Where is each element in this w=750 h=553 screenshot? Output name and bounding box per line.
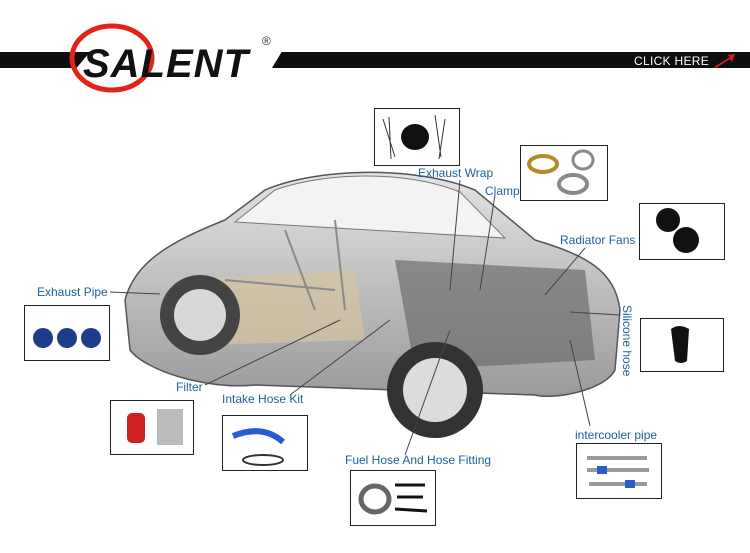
label-fuel-hose[interactable]: Fuel Hose And Hose Fitting bbox=[345, 453, 492, 467]
car-cutaway-image bbox=[124, 171, 621, 438]
salent-logo-ring bbox=[69, 23, 155, 93]
intake-hose-kit-product-image[interactable] bbox=[222, 415, 308, 471]
label-exhaust-pipe[interactable]: Exhaust Pipe bbox=[37, 285, 108, 299]
exhaust-pipe-product-image[interactable] bbox=[24, 305, 110, 361]
label-clamp[interactable]: Clamp bbox=[485, 184, 520, 198]
registered-mark: ® bbox=[262, 34, 271, 48]
label-filter[interactable]: Filter bbox=[176, 380, 203, 394]
label-radiator-fans[interactable]: Radiator Fans bbox=[560, 233, 636, 247]
brand-logo-text[interactable]: SALENT bbox=[83, 42, 249, 86]
filter-product-image[interactable] bbox=[110, 400, 194, 455]
radiator-fans-product-image[interactable] bbox=[639, 203, 725, 260]
arrow-icon[interactable] bbox=[712, 54, 736, 68]
exhaust-wrap-product-image[interactable] bbox=[374, 108, 460, 166]
fuel-hose-product-image[interactable] bbox=[350, 470, 436, 526]
label-intercooler-pipe[interactable]: intercooler pipe bbox=[575, 428, 658, 442]
clamp-product-image[interactable] bbox=[520, 145, 608, 201]
label-intake-hose-kit[interactable]: Intake Hose Kit bbox=[222, 392, 304, 406]
silicone-hose-product-image[interactable] bbox=[640, 318, 724, 372]
header-banner-right bbox=[272, 52, 750, 68]
label-exhaust-wrap[interactable]: Exhaust Wrap bbox=[418, 166, 494, 180]
intercooler-pipe-product-image[interactable] bbox=[576, 443, 662, 499]
click-here-link[interactable]: CLICK HERE bbox=[634, 54, 710, 68]
label-silicone-hose[interactable]: Silicone hose bbox=[620, 305, 634, 377]
header-banner-left bbox=[0, 52, 90, 68]
